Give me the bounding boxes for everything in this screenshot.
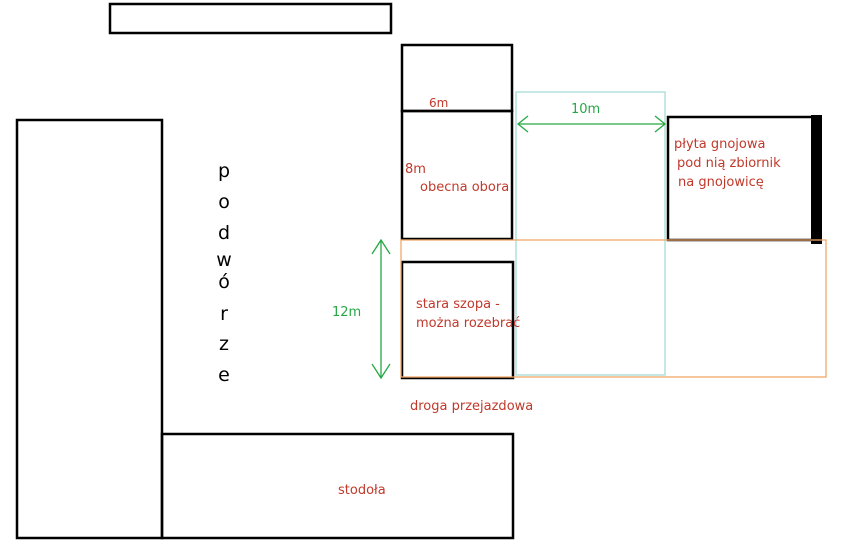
label-droga: droga przejazdowa	[410, 399, 533, 414]
top-strip-building	[108, 2, 393, 35]
podworze-letter: o	[218, 191, 230, 213]
label-stara-szopa-2: można rozebrać	[416, 316, 520, 331]
label-10m: 10m	[571, 102, 600, 117]
podworze-letter: p	[218, 160, 230, 182]
label-plyta-1: płyta gnojowa	[674, 137, 765, 152]
podworze-letter: r	[220, 303, 228, 325]
obecna-obora-building	[400, 109, 514, 241]
label-12m: 12m	[332, 305, 361, 320]
cyan-planned-outline	[515, 91, 666, 376]
label-stodola: stodoła	[338, 483, 386, 498]
label-podworze: p o d w ó r z e	[216, 160, 232, 386]
podworze-letter: e	[218, 364, 230, 386]
dimension-arrow-12m	[371, 238, 391, 380]
podworze-letter: w	[216, 249, 232, 271]
label-8m: 8m	[405, 162, 426, 177]
label-stara-szopa-1: stara szopa -	[416, 297, 500, 312]
label-obecna-obora: obecna obora	[420, 180, 509, 195]
orange-planned-outline	[400, 239, 827, 378]
stara-szopa-building	[400, 260, 515, 380]
dimension-arrow-10m	[516, 115, 667, 133]
podworze-letter: d	[218, 222, 230, 244]
label-plyta-3: na gnojowicę	[678, 175, 764, 190]
stodola-building	[160, 432, 515, 540]
left-building	[15, 118, 164, 540]
label-plyta-2: pod nią zbiornik	[677, 156, 781, 171]
podworze-letter: z	[219, 333, 229, 355]
podworze-letter: ó	[218, 271, 230, 293]
thick-wall	[811, 115, 822, 244]
label-6m: 6m	[429, 96, 448, 110]
small-top-building	[400, 43, 514, 113]
